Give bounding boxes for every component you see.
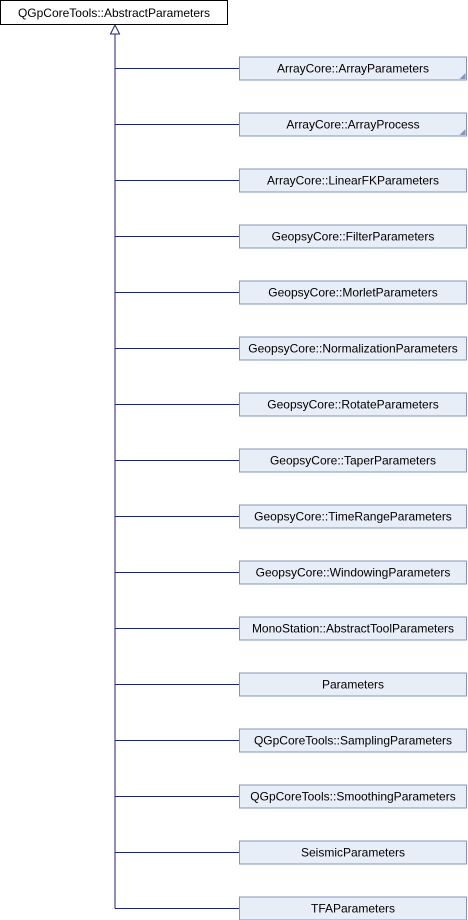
derived-class-label: ArrayCore::ArrayProcess bbox=[286, 118, 419, 132]
derived-class-label: GeopsyCore::TaperParameters bbox=[270, 454, 436, 468]
derived-class-label: GeopsyCore::FilterParameters bbox=[272, 230, 435, 244]
derived-class-node[interactable]: GeopsyCore::TimeRangeParameters bbox=[239, 504, 467, 529]
derived-class-box bbox=[239, 896, 467, 920]
derived-class-box bbox=[239, 392, 467, 417]
derived-class-label: GeopsyCore::TimeRangeParameters bbox=[254, 510, 452, 524]
inheritance-edges bbox=[109, 23, 240, 909]
derived-class-node[interactable]: ArrayCore::ArrayParameters bbox=[239, 56, 467, 81]
derived-class-node[interactable]: SeismicParameters bbox=[239, 840, 467, 865]
derived-class-box bbox=[239, 112, 467, 137]
derived-class-box bbox=[239, 672, 467, 697]
derived-class-box bbox=[239, 224, 467, 249]
derived-class-node[interactable]: QGpCoreTools::SmoothingParameters bbox=[239, 784, 467, 809]
derived-class-node[interactable]: GeopsyCore::NormalizationParameters bbox=[239, 336, 467, 361]
derived-class-label: SeismicParameters bbox=[301, 846, 405, 860]
derived-class-label: MonoStation::AbstractToolParameters bbox=[252, 622, 454, 636]
base-class-node[interactable]: QGpCoreTools::AbstractParameters bbox=[0, 0, 228, 25]
derived-class-node[interactable]: Parameters bbox=[239, 672, 467, 697]
derived-class-node[interactable]: ArrayCore::ArrayProcess bbox=[239, 112, 467, 137]
derived-class-label: ArrayCore::LinearFKParameters bbox=[267, 174, 439, 188]
derived-class-box bbox=[239, 56, 467, 81]
more-subclasses-corner-icon bbox=[459, 73, 466, 79]
derived-class-node[interactable]: TFAParameters bbox=[239, 896, 467, 920]
derived-class-box bbox=[239, 448, 467, 473]
derived-class-label: GeopsyCore::NormalizationParameters bbox=[248, 342, 457, 356]
derived-class-box bbox=[239, 840, 467, 865]
base-class-box bbox=[0, 0, 228, 25]
derived-class-box bbox=[239, 504, 467, 529]
derived-class-box bbox=[239, 560, 467, 585]
derived-class-node[interactable]: GeopsyCore::RotateParameters bbox=[239, 392, 467, 417]
derived-class-label: GeopsyCore::MorletParameters bbox=[268, 286, 437, 300]
derived-class-label: QGpCoreTools::SmoothingParameters bbox=[250, 790, 455, 804]
derived-class-node[interactable]: GeopsyCore::MorletParameters bbox=[239, 280, 467, 305]
derived-class-label: GeopsyCore::RotateParameters bbox=[267, 398, 438, 412]
more-subclasses-corner-icon bbox=[459, 129, 466, 135]
derived-class-label: TFAParameters bbox=[311, 902, 395, 916]
derived-class-box bbox=[239, 616, 467, 641]
derived-class-node[interactable]: ArrayCore::LinearFKParameters bbox=[239, 168, 467, 193]
derived-class-box bbox=[239, 336, 467, 361]
derived-class-nodes: ArrayCore::ArrayParametersArrayCore::Arr… bbox=[239, 56, 467, 920]
base-class-label: QGpCoreTools::AbstractParameters bbox=[18, 6, 210, 20]
inheritance-arrowhead bbox=[109, 23, 121, 35]
derived-class-box bbox=[239, 728, 467, 753]
derived-class-label: ArrayCore::ArrayParameters bbox=[277, 62, 429, 76]
derived-class-label: Parameters bbox=[322, 678, 384, 692]
derived-class-box bbox=[239, 168, 467, 193]
derived-class-node[interactable]: GeopsyCore::WindowingParameters bbox=[239, 560, 467, 585]
derived-class-box bbox=[239, 784, 467, 809]
derived-class-node[interactable]: GeopsyCore::FilterParameters bbox=[239, 224, 467, 249]
derived-class-node[interactable]: QGpCoreTools::SamplingParameters bbox=[239, 728, 467, 753]
derived-class-node[interactable]: MonoStation::AbstractToolParameters bbox=[239, 616, 467, 641]
derived-class-label: GeopsyCore::WindowingParameters bbox=[256, 566, 451, 580]
derived-class-node[interactable]: GeopsyCore::TaperParameters bbox=[239, 448, 467, 473]
derived-class-box bbox=[239, 280, 467, 305]
derived-class-label: QGpCoreTools::SamplingParameters bbox=[254, 734, 452, 748]
